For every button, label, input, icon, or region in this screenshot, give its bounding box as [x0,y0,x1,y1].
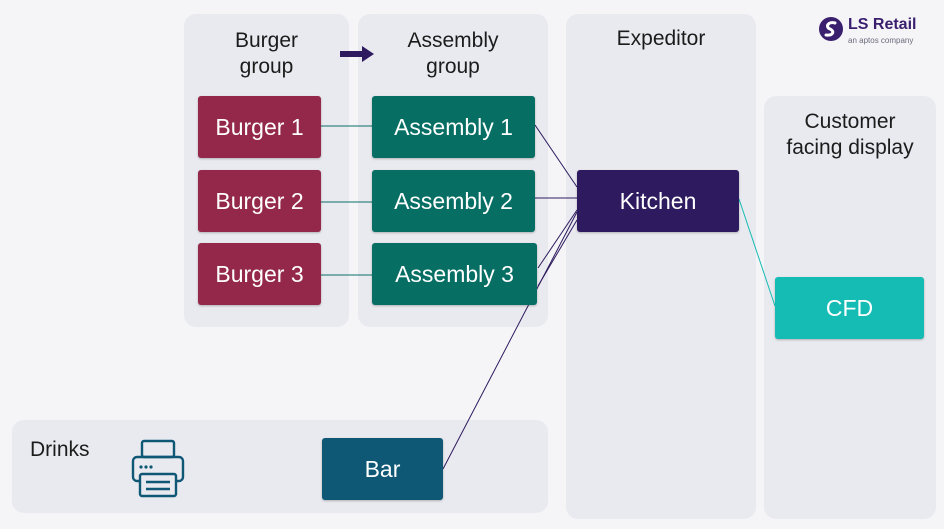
right-arrow-icon [340,46,374,62]
cfd-box: CFD [775,277,924,339]
link-bar-kitchen [442,211,578,470]
ls-retail-logo: LS Retail an aptos company [818,14,938,50]
link-kitchen-cfd [738,198,776,307]
ls-retail-logo-icon [819,17,843,41]
customer-display-title: Customer facing display [786,110,914,159]
drinks-title: Drinks [30,438,90,461]
expeditor-title: Expeditor [616,27,706,50]
printer-icon [131,439,185,498]
burger-1-box: Burger 1 [198,96,321,158]
link-assembly1-kitchen [534,124,578,188]
burger-3-box: Burger 3 [198,243,321,305]
assembly-3-box: Assembly 3 [372,243,537,305]
logo-name: LS Retail [848,16,917,33]
assembly-group-title: Assembly group [407,29,499,78]
kitchen-box: Kitchen [577,170,739,232]
expeditor-panel: Expeditor [566,14,756,519]
drinks-panel: Drinks [12,420,548,513]
assembly-2-box: Assembly 2 [372,170,535,232]
bar-box: Bar [322,438,443,500]
logo-tagline: an aptos company [848,36,914,45]
burger-2-box: Burger 2 [198,170,321,232]
burger-group-title: Burger group [234,29,299,78]
link-assembly3-kitchen-a [537,209,578,269]
assembly-1-box: Assembly 1 [372,96,535,158]
